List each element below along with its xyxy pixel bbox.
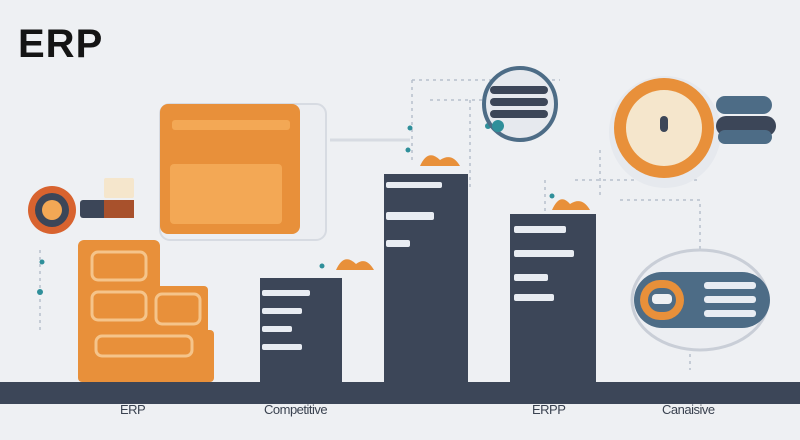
- caption-4: Canaisive: [662, 402, 715, 417]
- caption-1: ERP: [120, 402, 146, 417]
- ground-bar: [0, 382, 800, 404]
- data-globe-icon: [630, 248, 770, 352]
- database-icon: [482, 66, 558, 142]
- gear-icon: [28, 178, 134, 234]
- monitor-icon: [159, 103, 410, 241]
- stacked-blocks-icon: [78, 240, 214, 382]
- building-3: [510, 199, 596, 382]
- connector-dots: [37, 123, 555, 295]
- clock-icon: [609, 76, 776, 188]
- page-title: ERP: [18, 22, 104, 66]
- caption-2: Competitive: [264, 402, 328, 417]
- caption-3: ERPP: [532, 402, 566, 417]
- building-1: [260, 259, 374, 382]
- building-2: [384, 155, 468, 382]
- dotted-connectors: [39, 79, 701, 370]
